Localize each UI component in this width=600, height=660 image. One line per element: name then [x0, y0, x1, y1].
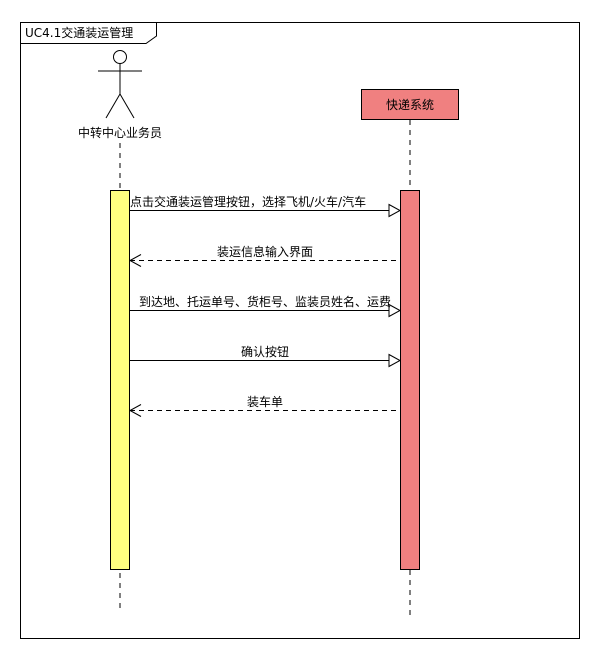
return-arrow: [128, 254, 400, 267]
message-label: 装运信息输入界面: [217, 244, 313, 259]
system-name: 快递系统: [386, 98, 434, 112]
message-label: 确认按钮: [241, 344, 289, 359]
message-arrow: [130, 203, 402, 218]
system-head: [361, 89, 459, 120]
return-arrow: [128, 404, 400, 417]
message-label: 到达地、托运单号、货柜号、监装员姓名、运费: [139, 294, 391, 309]
frame-title-tab: [20, 22, 157, 44]
actor-icon: [98, 50, 142, 119]
frame-title: UC4.1交通装运管理: [25, 25, 133, 40]
actor-name: 中转中心业务员: [78, 125, 162, 140]
message-label: 点击交通装运管理按钮，选择飞机/火车/汽车: [130, 194, 366, 209]
message-arrow: [130, 303, 402, 318]
actor-activation: [110, 190, 130, 570]
message-arrow: [130, 353, 402, 368]
system-activation: [400, 190, 420, 570]
frame-border: [20, 22, 580, 639]
message-label: 装车单: [247, 394, 283, 409]
